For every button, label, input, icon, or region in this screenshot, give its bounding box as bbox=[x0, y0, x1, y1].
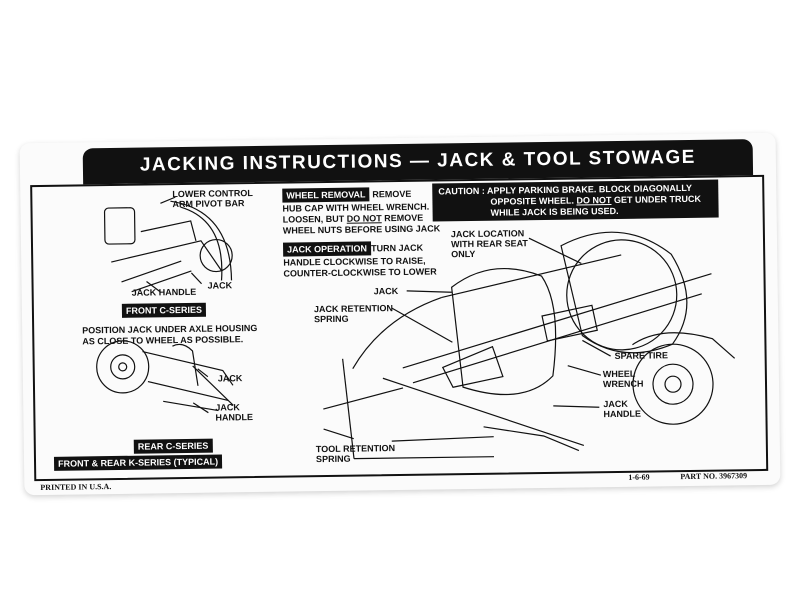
wheel-wrench-line-2: WRENCH bbox=[602, 378, 644, 390]
rear-axle-drawing bbox=[96, 340, 234, 412]
jack-retention-line-2: SPRING bbox=[313, 313, 349, 325]
jack-location-line-3: ONLY bbox=[451, 248, 476, 260]
line-art-illustrations bbox=[96, 196, 736, 460]
front-jack-handle-label: JACK HANDLE bbox=[131, 286, 197, 298]
jack-operation-line-1: TURN JACK bbox=[371, 242, 424, 254]
rear-jack-handle-label-2: HANDLE bbox=[215, 412, 253, 423]
front-c-series-caption: FRONT C-SERIES bbox=[121, 302, 207, 318]
wheel-removal-line-4: WHEEL NUTS BEFORE USING JACK bbox=[282, 223, 441, 236]
front-suspension-drawing bbox=[103, 200, 233, 293]
k-series-caption: FRONT & REAR K-SERIES (TYPICAL) bbox=[53, 454, 223, 471]
front-jack-label: JACK bbox=[207, 280, 233, 291]
wheel-removal-heading: WHEEL REMOVAL bbox=[282, 187, 370, 203]
stowage-jack-handle-line-2: HANDLE bbox=[603, 408, 641, 420]
part-number: PART NO. 3967309 bbox=[680, 471, 748, 482]
date-code: 1-6-69 bbox=[628, 472, 650, 482]
spare-tire-label: SPARE TIRE bbox=[614, 350, 669, 362]
jack-operation-heading: JACK OPERATION bbox=[282, 241, 372, 257]
position-jack-line-2: AS CLOSE TO WHEEL AS POSSIBLE. bbox=[82, 334, 244, 347]
jacking-instructions-decal: JACKING INSTRUCTIONS — JACK & TOOL STOWA… bbox=[19, 132, 781, 496]
tool-retention-line-2: SPRING bbox=[315, 453, 351, 465]
truck-stowage-drawing bbox=[323, 231, 736, 460]
rear-jack-label: JACK bbox=[217, 373, 243, 384]
jack-operation-line-3: COUNTER-CLOCKWISE TO LOWER bbox=[283, 266, 437, 279]
stowage-jack-label: JACK bbox=[373, 286, 399, 297]
arm-pivot-label: ARM PIVOT BAR bbox=[172, 198, 245, 210]
rear-c-series-caption: REAR C-SERIES bbox=[133, 438, 213, 454]
wheel-removal-line-1: REMOVE bbox=[372, 188, 412, 200]
caution-box: CAUTION : APPLY PARKING BRAKE. BLOCK DIA… bbox=[432, 179, 719, 222]
printed-in-usa: PRINTED IN U.S.A. bbox=[40, 482, 112, 493]
